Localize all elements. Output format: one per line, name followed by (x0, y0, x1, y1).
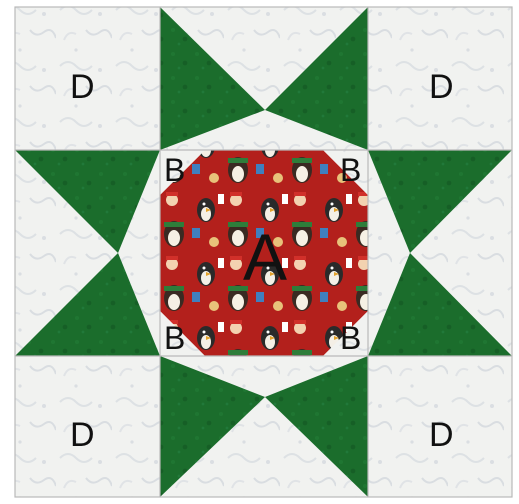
label-d-bottom-left: D (70, 418, 95, 452)
label-b-bottom-left: B (164, 322, 185, 354)
label-b-top-right: B (340, 154, 361, 186)
label-d-top-left: D (70, 70, 95, 104)
label-b-bottom-right: B (340, 322, 361, 354)
label-d-bottom-right: D (429, 418, 454, 452)
label-a-center: A (243, 224, 287, 290)
label-d-top-right: D (429, 70, 454, 104)
label-b-top-left: B (164, 154, 185, 186)
